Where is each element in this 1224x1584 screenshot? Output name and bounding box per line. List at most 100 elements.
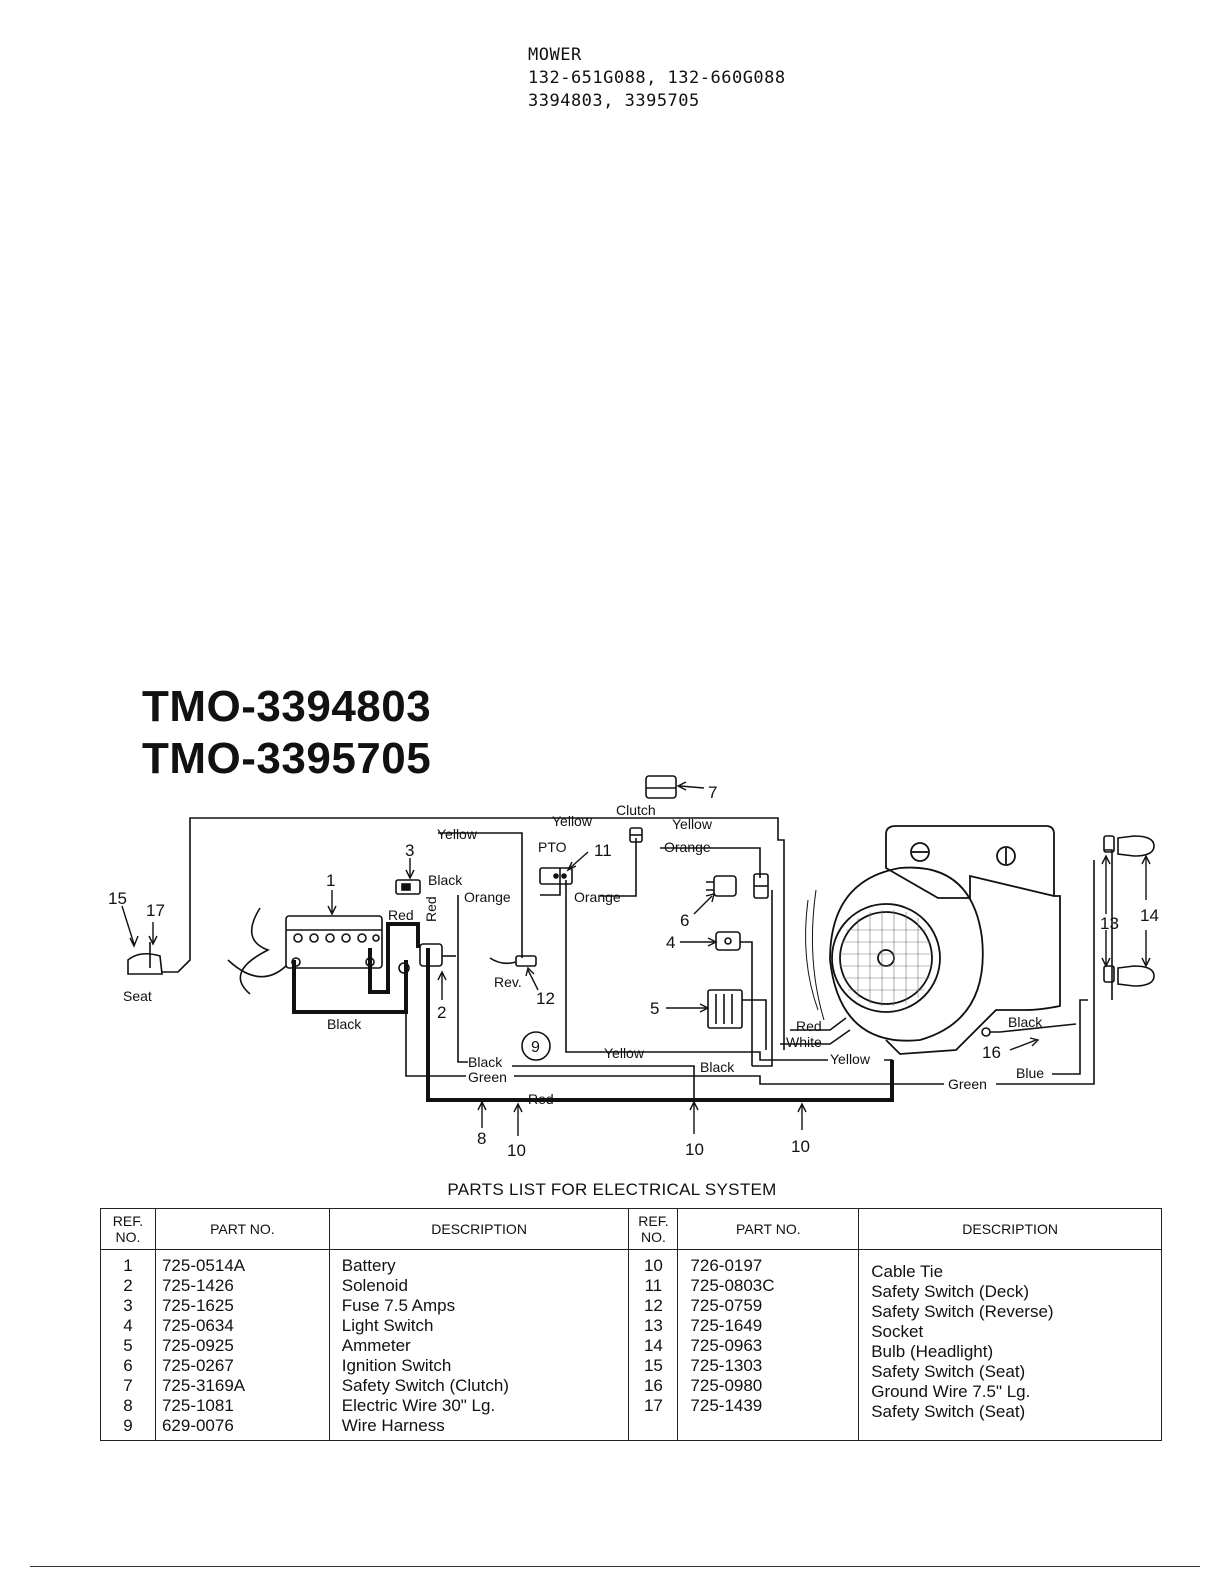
wiring-diagram: Seat 15 17 1 2 3 4 5 6 7 8 9 10 10 10 11… (108, 775, 1159, 1160)
parts-table-header: REF. NO. PART NO. DESCRIPTION REF. NO. P… (100, 1208, 1162, 1250)
ref-column-right: 10 11 12 13 14 15 16 17 (628, 1249, 679, 1441)
label-green-right: Green (948, 1076, 987, 1092)
part-description: Safety Switch (Seat) (871, 1402, 1026, 1421)
label-yellow-low: Yellow (830, 1051, 871, 1067)
desc-column-left: Battery Solenoid Fuse 7.5 Amps Light Swi… (328, 1249, 630, 1441)
wire-yellow-low (565, 880, 828, 1061)
part-no: 725-3169A (161, 1376, 246, 1395)
wire-orange-mid (600, 838, 637, 897)
label-clutch: Clutch (616, 802, 656, 818)
part-no: 725-0759 (690, 1296, 763, 1315)
ref-column-left: 1 2 3 4 5 6 7 8 9 (100, 1249, 156, 1441)
header-desc-left: DESCRIPTION (328, 1208, 630, 1250)
engine-fins (805, 889, 825, 1021)
label-green-low: Green (468, 1069, 507, 1085)
part-no: 725-0803C (690, 1276, 775, 1295)
wire-orange-left (540, 868, 561, 896)
part-description: Ground Wire 7.5" Lg. (871, 1382, 1031, 1401)
ref-no: 11 (644, 1276, 663, 1295)
ref-no: 14 (643, 1336, 663, 1355)
bottom-divider (30, 1566, 1200, 1567)
callout-9: 9 (531, 1039, 540, 1056)
part-description: Cable Tie (871, 1262, 944, 1281)
label-red-fuse: Red (388, 907, 414, 923)
header-part-right: PART NO. (677, 1208, 860, 1250)
part-no: 725-0634 (161, 1316, 234, 1335)
label-seat: Seat (123, 988, 152, 1004)
part-description: Solenoid (341, 1276, 408, 1295)
wire-orange-right (660, 847, 761, 878)
battery-icon (227, 907, 383, 995)
header-line-2: 132-651G088, 132-660G088 (528, 68, 786, 88)
headlight-bulb-lower-icon (1117, 965, 1155, 987)
part-column-right: 726-0197 725-0803C 725-0759 725-1649 725… (677, 1249, 860, 1441)
part-no: 725-0925 (161, 1336, 234, 1355)
wire-yellow-top (162, 817, 612, 973)
wire-black-fuse (457, 895, 468, 1063)
ref-no: 7 (123, 1376, 133, 1395)
header-desc-right: DESCRIPTION (858, 1208, 1162, 1250)
label-orange-left: Orange (464, 889, 511, 905)
reverse-switch-icon (489, 955, 537, 967)
header-line-3: 3394803, 3395705 (528, 91, 700, 111)
fuse-icon (395, 879, 421, 895)
part-no: 725-1081 (161, 1396, 234, 1415)
ref-no: 8 (123, 1396, 133, 1415)
ignition-switch-icon (706, 875, 737, 897)
ref-no: 12 (643, 1296, 663, 1315)
ref-no: 2 (123, 1276, 133, 1295)
part-no: 725-1625 (161, 1296, 234, 1315)
label-orange-right: Orange (664, 839, 711, 855)
header-ref-right: REF. NO. (628, 1208, 679, 1250)
ground-terminal-icon (981, 1027, 991, 1037)
label-white-engine: White (786, 1034, 822, 1050)
label-yellow-mid: Yellow (604, 1045, 645, 1061)
ref-no: 15 (643, 1356, 663, 1375)
headlight-socket-lower-icon (1103, 965, 1115, 983)
document-header: MOWER 132-651G088, 132-660G088 3394803, … (528, 44, 786, 113)
wire-red-engine (790, 1017, 847, 1031)
label-black-low: Black (468, 1054, 503, 1070)
part-no: 725-0980 (690, 1376, 763, 1395)
headlight-bulb-upper-icon (1117, 835, 1155, 857)
harness-callout-circle (521, 1031, 551, 1061)
label-red-low: Red (528, 1091, 554, 1107)
callout-17: 17 (146, 901, 165, 920)
label-blue: Blue (1016, 1065, 1044, 1081)
part-description: Socket (871, 1322, 924, 1341)
callout-13: 13 (1100, 914, 1119, 933)
headlight-socket-upper-icon (1103, 835, 1115, 853)
callout-7: 7 (708, 783, 717, 802)
part-no: 725-1439 (690, 1396, 763, 1415)
label-yellow-left: Yellow (437, 826, 478, 842)
wire-blue (1052, 999, 1088, 1075)
part-description: Fuse 7.5 Amps (341, 1296, 456, 1315)
label-pto: PTO (538, 839, 567, 855)
ref-no: 17 (643, 1396, 663, 1415)
callout-12: 12 (536, 989, 555, 1008)
label-rev: Rev. (494, 974, 522, 990)
part-no: 725-1649 (690, 1316, 763, 1335)
part-description: Wire Harness (341, 1416, 445, 1435)
part-no: 725-1426 (161, 1276, 234, 1295)
model-title-1: TMO-3394803 (142, 682, 432, 731)
label-black-fuse: Black (428, 872, 463, 888)
part-no: 725-1303 (690, 1356, 763, 1375)
part-description: Safety Switch (Reverse) (871, 1302, 1054, 1321)
part-no: 725-0267 (161, 1356, 234, 1375)
wire-green-mid (514, 1075, 944, 1085)
part-description: Safety Switch (Deck) (871, 1282, 1029, 1301)
ref-no: 1 (123, 1256, 133, 1275)
engine-icon (829, 825, 1061, 1055)
wire-white-engine (780, 1029, 851, 1045)
ref-no: 13 (643, 1316, 663, 1335)
wire-green-left (405, 965, 466, 1077)
callout-5: 5 (650, 999, 659, 1018)
ammeter-icon (707, 989, 743, 1029)
wire-black-battery (292, 960, 408, 1014)
desc-column-right: Cable Tie Safety Switch (Deck) Safety Sw… (858, 1249, 1162, 1441)
wire-yellow-clutch (612, 817, 785, 1050)
ref-no: 5 (123, 1336, 133, 1355)
solenoid-icon (398, 943, 456, 974)
part-description: Light Switch (341, 1316, 434, 1335)
